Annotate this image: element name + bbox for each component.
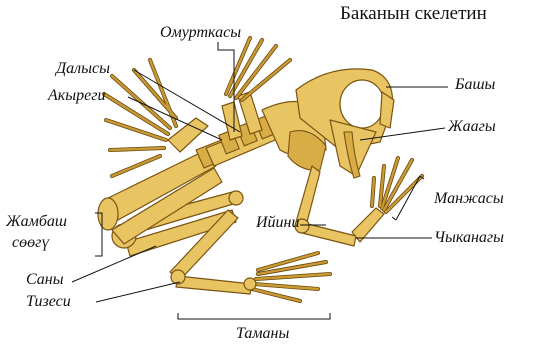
label-forearm: Чыканагы <box>434 229 504 247</box>
upper-toes-fan <box>226 38 290 100</box>
label-jaw: Жаагы <box>448 118 496 136</box>
pointer-knee <box>96 282 180 302</box>
label-foot: Таманы <box>236 325 289 343</box>
bracket-foot <box>178 313 330 319</box>
pointer-thigh <box>72 246 156 282</box>
label-thigh: Саны <box>26 271 64 289</box>
bracket-hand <box>392 176 424 220</box>
label-coracoid: Акыреги <box>48 87 105 105</box>
label-pelvis: Жамбаш <box>6 213 67 231</box>
label-shoulder-blade: Далысы <box>56 60 110 78</box>
label-pelvis-line2: сөөгү <box>12 234 49 252</box>
hind-foot-bones <box>252 253 330 301</box>
label-shoulder: Ийини <box>256 214 300 232</box>
label-hand: Манжасы <box>434 190 504 208</box>
label-knee: Тизеси <box>26 293 71 311</box>
label-head: Башы <box>455 76 495 94</box>
label-spine: Омурткасы <box>160 24 241 42</box>
